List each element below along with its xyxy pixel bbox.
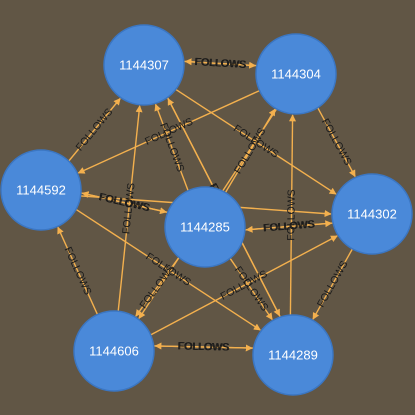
node-1144304[interactable]: 1144304 (255, 33, 337, 115)
edge-n285-to-n307 (154, 103, 189, 191)
node-1144592[interactable]: 1144592 (0, 149, 82, 231)
node-circle[interactable] (255, 33, 337, 115)
edge-n606-to-n289 (154, 344, 253, 352)
edge-n592-to-n307 (68, 97, 121, 162)
node-1144302[interactable]: 1144302 (331, 173, 413, 255)
edge-n289-to-n304 (289, 114, 297, 316)
node-circle[interactable] (0, 149, 82, 231)
edge-label: FOLLOWS (195, 56, 247, 71)
edge-n285-to-n289 (229, 257, 273, 321)
edge-label: FOLLOWS (194, 56, 246, 71)
edge-label: FOLLOWS (74, 106, 116, 153)
edge-n606-to-n307 (117, 105, 143, 312)
edge-label: FOLLOWS (120, 182, 137, 234)
edge-n304-to-n302 (317, 107, 356, 178)
edge-label: FOLLOWS (262, 219, 314, 235)
edge-n592-to-n289 (75, 208, 261, 331)
edge-label: FOLLOWS (263, 218, 315, 234)
edge-n304-to-n592 (77, 89, 260, 174)
edge-label: FOLLOWS (62, 245, 94, 297)
node-1144289[interactable]: 1144289 (252, 314, 334, 396)
node-circle[interactable] (73, 310, 155, 392)
node-1144285[interactable]: 1144285 (164, 186, 246, 268)
edge-label: FOLLOWS (315, 259, 351, 310)
edge-n606-to-n302 (150, 235, 338, 336)
edge-label: FOLLOWS (178, 340, 230, 353)
edge-n606-to-n592 (57, 226, 99, 315)
edge-n304-to-n307 (184, 58, 257, 67)
node-circle[interactable] (331, 173, 413, 255)
node-1144307[interactable]: 1144307 (103, 24, 185, 106)
edge-label: FOLLOWS (177, 340, 229, 353)
edge-n302-to-n285 (245, 222, 333, 233)
edge-n302-to-n289 (312, 248, 354, 320)
edge-label: FOLLOWS (319, 117, 354, 168)
edge-label: FOLLOWS (285, 189, 298, 240)
edge-n285-to-n606 (135, 257, 180, 317)
node-circle[interactable] (164, 186, 246, 268)
node-1144606[interactable]: 1144606 (73, 310, 155, 392)
nodes-layer: 1144307 1144304 1144592 1144285 1144302 11446… (0, 24, 413, 396)
edges-layer (57, 58, 356, 352)
edge-n307-to-n302 (175, 88, 337, 195)
node-circle[interactable] (252, 314, 334, 396)
node-circle[interactable] (103, 24, 185, 106)
